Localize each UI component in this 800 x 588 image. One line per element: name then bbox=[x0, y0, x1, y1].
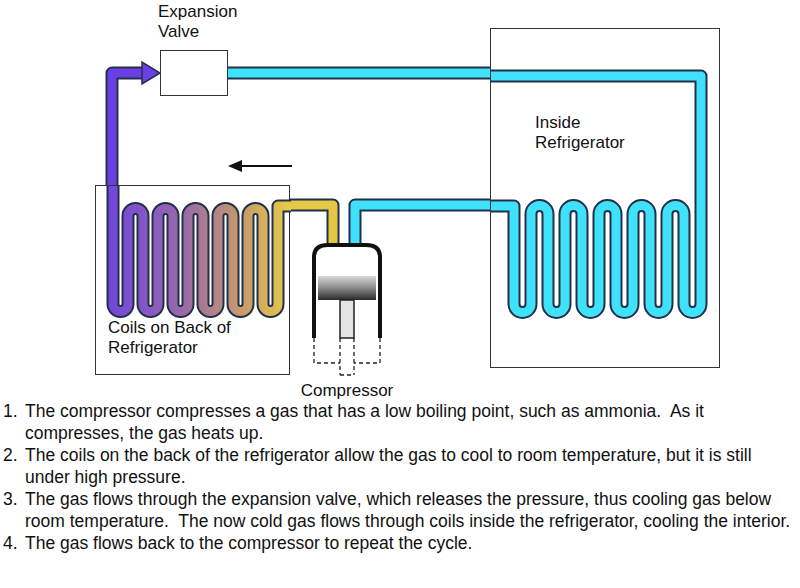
coil-outline bbox=[491, 76, 701, 313]
arrow-head bbox=[142, 62, 160, 84]
compressor-symbol bbox=[292, 243, 402, 379]
pipe-tube bbox=[355, 205, 490, 243]
expansion-valve: Expansion Valve bbox=[158, 2, 242, 96]
step-text: The coils on the back of the refrigerato… bbox=[25, 444, 797, 488]
piston-rod bbox=[340, 300, 354, 338]
pipe bbox=[228, 73, 490, 74]
coil-drawing bbox=[491, 29, 721, 369]
pipe-outline bbox=[112, 73, 146, 185]
arrow-shaft bbox=[240, 165, 292, 167]
list-item: 1.The compressor compresses a gas that h… bbox=[3, 400, 797, 444]
region-box: Inside Refrigerator bbox=[490, 28, 720, 368]
step-list: 1.The compressor compresses a gas that h… bbox=[3, 400, 797, 554]
piston-travel bbox=[314, 338, 380, 375]
compressor: Compressor bbox=[292, 243, 402, 405]
step-text: The gas flows back to the compressor to … bbox=[25, 532, 797, 554]
coil-outline bbox=[113, 186, 291, 312]
arrow-head bbox=[228, 160, 242, 172]
valve-box bbox=[160, 50, 228, 96]
pipe-tube bbox=[290, 205, 333, 243]
pipe-tube bbox=[228, 69, 490, 78]
pipe-outline bbox=[228, 67, 490, 80]
step-number: 3. bbox=[3, 488, 25, 532]
pipe bbox=[290, 205, 333, 243]
cylinder bbox=[314, 245, 380, 338]
node-label: Inside Refrigerator bbox=[535, 113, 655, 153]
region-box: Coils on Back of Refrigerator bbox=[95, 185, 290, 375]
list-item: 3.The gas flows through the expansion va… bbox=[3, 488, 797, 532]
pipe-outline bbox=[290, 205, 333, 243]
coil-tube bbox=[491, 76, 701, 313]
step-text: The compressor compresses a gas that has… bbox=[25, 400, 797, 444]
list-item: 4.The gas flows back to the compressor t… bbox=[3, 532, 797, 554]
pipe-outline bbox=[355, 205, 490, 243]
step-number: 1. bbox=[3, 400, 25, 444]
pipe-tube bbox=[112, 73, 146, 185]
step-text: The gas flows through the expansion valv… bbox=[25, 488, 797, 532]
step-number: 2. bbox=[3, 444, 25, 488]
pipe bbox=[355, 205, 490, 243]
node-label: Compressor bbox=[292, 381, 402, 401]
pipe bbox=[112, 62, 160, 185]
node-label: Coils on Back of Refrigerator bbox=[108, 318, 248, 358]
step-number: 4. bbox=[3, 532, 25, 554]
list-item: 2.The coils on the back of the refrigera… bbox=[3, 444, 797, 488]
node-label: Expansion Valve bbox=[158, 2, 242, 42]
coil-tube bbox=[113, 186, 291, 312]
piston bbox=[318, 276, 376, 300]
